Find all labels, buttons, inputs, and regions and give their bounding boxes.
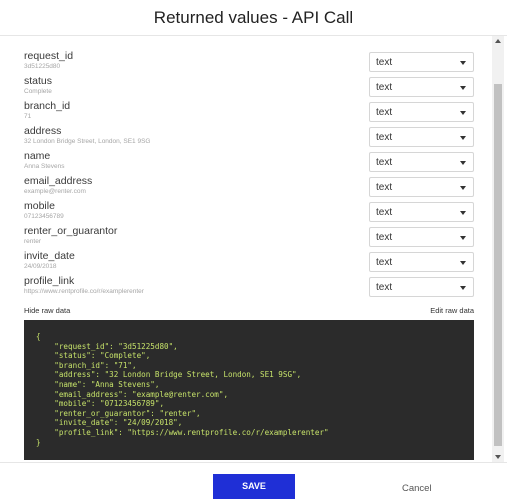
field-name: email_address xyxy=(24,175,93,187)
field-row-address: address 32 London Bridge Street, London,… xyxy=(24,125,474,149)
type-select-email-address[interactable]: text xyxy=(369,177,474,197)
raw-data-code-block: { "request_id": "3d51225d80", "status": … xyxy=(24,320,474,460)
type-select-value: text xyxy=(376,232,393,243)
field-row-mobile: mobile 07123456789 text xyxy=(24,200,474,224)
caret-down-icon xyxy=(460,111,466,115)
field-sample-value: Complete xyxy=(24,88,52,95)
type-select-renter-or-guarantor[interactable]: text xyxy=(369,227,474,247)
field-row-renter-or-guarantor: renter_or_guarantor renter text xyxy=(24,225,474,249)
field-row-request-id: request_id 3d51225d80 text xyxy=(24,50,474,74)
field-name: invite_date xyxy=(24,250,75,262)
dialog-body: request_id 3d51225d80 text status Comple… xyxy=(0,36,492,462)
type-select-value: text xyxy=(376,257,393,268)
vertical-scrollbar[interactable] xyxy=(492,36,504,462)
scroll-down-arrow-icon[interactable] xyxy=(495,455,501,459)
field-row-name: name Anna Stevens text xyxy=(24,150,474,174)
hide-raw-data-link[interactable]: Hide raw data xyxy=(24,306,71,315)
caret-down-icon xyxy=(460,211,466,215)
type-select-value: text xyxy=(376,182,393,193)
field-name: status xyxy=(24,75,53,87)
field-sample-value: 71 xyxy=(24,113,32,120)
type-select-value: text xyxy=(376,57,393,68)
caret-down-icon xyxy=(460,236,466,240)
type-select-invite-date[interactable]: text xyxy=(369,252,474,272)
field-name: branch_id xyxy=(24,100,71,112)
caret-down-icon xyxy=(460,161,466,165)
field-sample-value: 3d51225d80 xyxy=(24,63,61,70)
field-row-email-address: email_address example@renter.com text xyxy=(24,175,474,199)
field-row-profile-link: profile_link https://www.rentprofile.co/… xyxy=(24,275,474,299)
field-sample-value: renter xyxy=(24,238,41,245)
type-select-value: text xyxy=(376,107,393,118)
type-select-value: text xyxy=(376,82,393,93)
field-name: name xyxy=(24,150,51,162)
field-name: address xyxy=(24,125,62,137)
type-select-address[interactable]: text xyxy=(369,127,474,147)
field-sample-value: Anna Stevens xyxy=(24,163,65,170)
cancel-button[interactable]: Cancel xyxy=(402,483,432,494)
type-select-branch-id[interactable]: text xyxy=(369,102,474,122)
raw-data-links: Hide raw data Edit raw data xyxy=(24,306,474,318)
type-select-value: text xyxy=(376,157,393,168)
field-name: renter_or_guarantor xyxy=(24,225,118,237)
raw-json-text: { "request_id": "3d51225d80", "status": … xyxy=(36,332,329,447)
caret-down-icon xyxy=(460,86,466,90)
caret-down-icon xyxy=(460,61,466,65)
type-select-profile-link[interactable]: text xyxy=(369,277,474,297)
caret-down-icon xyxy=(460,286,466,290)
field-row-status: status Complete text xyxy=(24,75,474,99)
type-select-mobile[interactable]: text xyxy=(369,202,474,222)
caret-down-icon xyxy=(460,261,466,265)
dialog-header: Returned values - API Call xyxy=(0,0,507,36)
type-select-value: text xyxy=(376,282,393,293)
field-row-branch-id: branch_id 71 text xyxy=(24,100,474,124)
field-name: profile_link xyxy=(24,275,75,287)
type-select-name[interactable]: text xyxy=(369,152,474,172)
field-sample-value: https://www.rentprofile.co/r/examplerent… xyxy=(24,288,144,295)
field-sample-value: 24/09/2018 xyxy=(24,263,57,270)
save-button[interactable]: SAVE xyxy=(213,474,295,499)
dialog-footer: SAVE Cancel xyxy=(0,462,507,500)
type-select-value: text xyxy=(376,207,393,218)
field-row-invite-date: invite_date 24/09/2018 text xyxy=(24,250,474,274)
field-name: mobile xyxy=(24,200,55,212)
type-select-request-id[interactable]: text xyxy=(369,52,474,72)
field-name: request_id xyxy=(24,50,74,62)
caret-down-icon xyxy=(460,186,466,190)
dialog-title: Returned values - API Call xyxy=(153,8,354,27)
field-sample-value: 32 London Bridge Street, London, SE1 9SG xyxy=(24,138,151,145)
scroll-up-arrow-icon[interactable] xyxy=(495,39,501,43)
caret-down-icon xyxy=(460,136,466,140)
edit-raw-data-link[interactable]: Edit raw data xyxy=(430,306,474,315)
type-select-value: text xyxy=(376,132,393,143)
field-sample-value: example@renter.com xyxy=(24,188,86,195)
scrollbar-thumb[interactable] xyxy=(494,84,502,446)
field-sample-value: 07123456789 xyxy=(24,213,64,220)
type-select-status[interactable]: text xyxy=(369,77,474,97)
